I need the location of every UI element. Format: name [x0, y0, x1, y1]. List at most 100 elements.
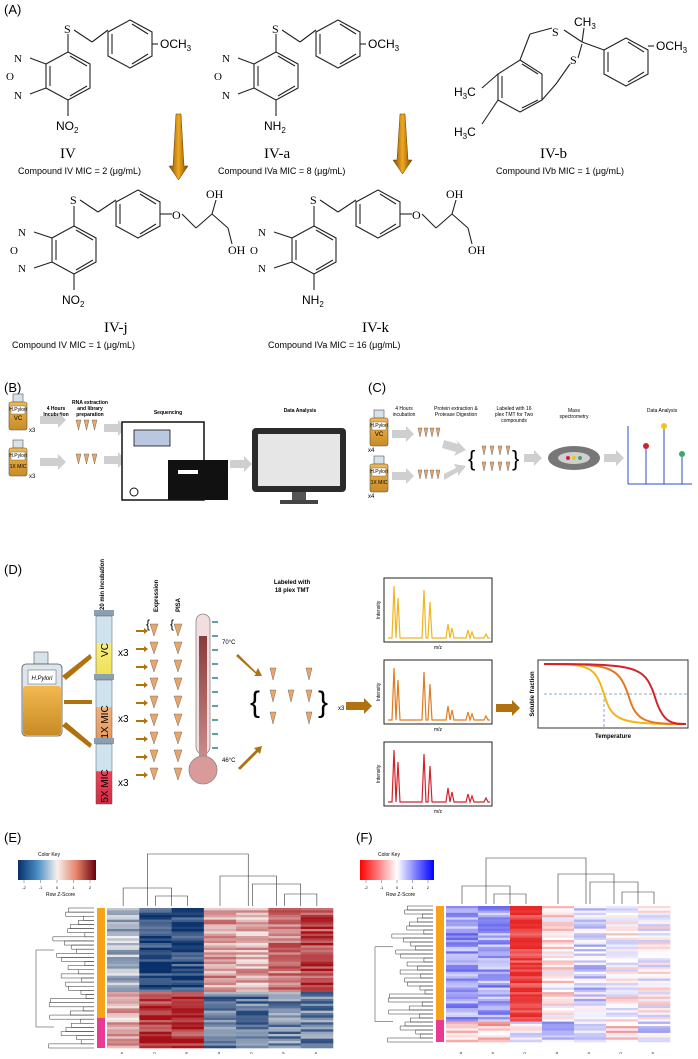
heatmap-cell: [446, 967, 479, 970]
heatmap-cell: [606, 1037, 639, 1041]
heatmap-cell: [574, 994, 607, 997]
heatmap-cell: [300, 1041, 334, 1044]
panel-label-f: (F): [356, 830, 373, 845]
tubes: [481, 445, 511, 472]
heatmap-cell: [606, 919, 639, 923]
dendrogram-branch: [70, 1023, 94, 1028]
heatmap-cell: [171, 1022, 205, 1025]
heatmap-cell: [510, 1003, 543, 1007]
svg-text:VC: VC: [14, 416, 23, 422]
heatmap-cell: [542, 962, 575, 966]
heatmap-cell: [139, 933, 172, 937]
row-dendrogram: [374, 905, 433, 1043]
heatmap-cell: [171, 987, 205, 990]
heatmap-cell: [478, 978, 511, 982]
heatmap-cell: [606, 1032, 639, 1036]
heatmap-cell: [236, 1022, 269, 1025]
heatmap-cell: [510, 1023, 543, 1027]
heatmap-cell: [510, 964, 543, 968]
heatmap-cell: [203, 996, 237, 1000]
heatmap-cell: [510, 1005, 543, 1009]
heatmap-cell: [139, 982, 172, 986]
heatmap-cell: [171, 919, 205, 923]
heatmap-cell: [638, 930, 671, 934]
heatmap-cell: [446, 1032, 479, 1036]
heatmap-cell: [446, 949, 479, 952]
heatmap-cell: [606, 998, 639, 1002]
heatmap-cell: [268, 1003, 302, 1007]
heatmap-cell: [203, 966, 237, 969]
heatmap-cell: [638, 967, 671, 970]
atom-s: S: [64, 22, 71, 36]
heatmap-cell: [171, 940, 205, 944]
heatmap-cell: [574, 958, 607, 961]
heatmap-cell: [574, 1023, 607, 1027]
tube-1x-mic: 1X MIC: [94, 674, 114, 741]
spectrum-trace: [388, 585, 490, 641]
heatmap-cell: [171, 1010, 205, 1014]
heatmap-cell: [203, 1041, 237, 1044]
heatmap-cell: [510, 935, 543, 939]
heatmap-cell: [268, 910, 302, 913]
replicate-label: x4: [368, 448, 375, 454]
tube-icon: [149, 731, 159, 745]
heatmap-cell: [203, 968, 237, 972]
heatmap-cell: [478, 1021, 511, 1025]
heatmap-cell: [139, 929, 172, 932]
heatmap-cell: [606, 933, 639, 936]
heatmap-cell: [107, 1031, 140, 1035]
panel-label-c: (C): [368, 380, 386, 395]
heatmap-cell: [171, 1017, 205, 1021]
temp-low-label: 46°C: [222, 758, 236, 764]
heatmap-cell: [510, 930, 543, 934]
step-label: Data Analysis: [647, 408, 678, 414]
dendrogram-branch: [68, 985, 94, 991]
svg-text:H.Pylori: H.Pylori: [31, 676, 53, 682]
heatmap-cell: [606, 1001, 639, 1004]
arrow-icon: [136, 700, 148, 706]
heatmap-cell: [606, 1026, 639, 1029]
heatmap-cell: [446, 946, 479, 950]
heatmap-cell: [446, 937, 479, 941]
heatmap-cell: [510, 937, 543, 941]
heatmap-cell: [203, 912, 237, 916]
heatmap-cell: [107, 989, 140, 993]
bracket-open: {: [468, 446, 475, 471]
heatmap-cell: [171, 1038, 205, 1042]
heatmap-cell: [606, 985, 639, 988]
heatmap-cell: [171, 1036, 205, 1039]
heatmap-cell: [478, 1035, 511, 1038]
heatmap-cell: [574, 974, 607, 977]
spectrum-frame: [383, 659, 493, 725]
heatmap-cell: [638, 1032, 671, 1036]
heatmap-cell: [107, 987, 140, 990]
heatmap-cell: [107, 915, 140, 918]
heatmap-cell: [268, 1043, 302, 1046]
heatmap-cell: [300, 1029, 334, 1032]
heatmap-cell: [171, 1024, 205, 1028]
heatmap-cell: [171, 982, 205, 986]
heatmap-cell: [203, 945, 237, 948]
heatmap-cell: [638, 951, 671, 954]
heatmap-cell: [446, 978, 479, 982]
tube-icon: [173, 749, 183, 763]
heatmap-cell: [203, 1020, 237, 1023]
arrow-icon: [136, 754, 148, 760]
replicate-label: x3: [118, 714, 129, 725]
heatmap-cell: [542, 1019, 575, 1022]
heatmap-cell: [510, 933, 543, 936]
heatmap-cell: [542, 906, 575, 909]
heatmap-cell: [574, 944, 607, 948]
heatmap-cell: [107, 922, 140, 925]
heatmap-cell: [542, 978, 575, 982]
heatmap-cell: [171, 964, 205, 967]
heatmap-cell: [606, 924, 639, 927]
heatmap-cell: [236, 1015, 269, 1018]
heatmap-cell: [203, 1031, 237, 1035]
heatmap-cell: [446, 928, 479, 932]
heatmap-cell: [542, 1035, 575, 1038]
svg-text:H.Pylori: H.Pylori: [370, 469, 388, 475]
heatmap-cell: [203, 943, 237, 946]
heatmap-cell: [574, 971, 607, 975]
